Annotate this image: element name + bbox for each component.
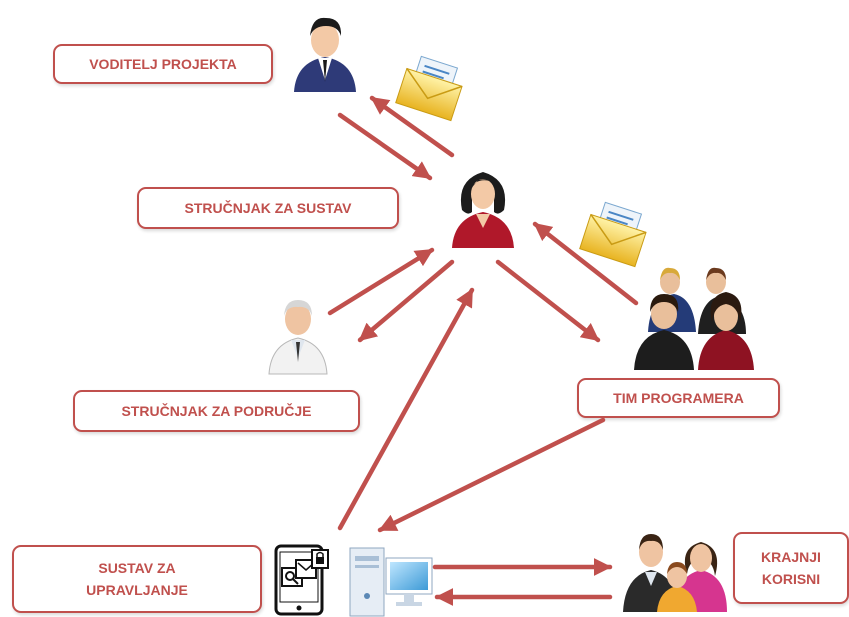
family-icon [623,534,727,612]
arrow-tim-to-sustav [377,417,606,533]
label-voditelj-text: VODITELJ PROJEKTA [89,55,237,72]
label-korisni-line2: KORISNI [761,571,821,587]
label-strucnjak-sustav-text: STRUČNJAK ZA SUSTAV [184,199,352,216]
arrow-strucnjak-to-voditelj [369,95,455,158]
envelope-icon [395,55,463,122]
label-korisni-line1: KRAJNJI [761,548,821,565]
arrow-sustav-to-strucnjak [337,287,475,531]
woman-icon [452,172,514,248]
label-strucnjak-za-sustav: STRUČNJAK ZA SUSTAV [137,187,399,229]
label-krajnji-korisni: KRAJNJI KORISNI [733,532,849,604]
label-strucnjak-za-podrucje: STRUČNJAK ZA PODRUČJE [73,390,360,432]
doctor-icon [268,300,328,375]
label-voditelj-projekta: VODITELJ PROJEKTA [53,44,273,84]
label-tim-text: TIM PROGRAMERA [613,389,744,406]
arrow-tim-to-strucnjak [532,221,639,306]
arrow-strucnjak-to-tim [495,259,601,343]
mobile-device-icon [274,544,329,616]
arrow-podrucje-to-strucnjak [327,247,435,316]
label-sustav-line1: SUSTAV ZA [98,559,176,576]
label-strucnjak-podrucje-text: STRUČNJAK ZA PODRUČJE [121,402,312,419]
arrows [327,95,639,606]
envelope-icon [579,201,647,268]
team-icon [634,267,754,370]
arrow-voditelj-to-strucnjak [337,112,433,181]
manager-icon [294,17,356,92]
label-tim-programera: TIM PROGRAMERA [577,378,780,418]
desktop-computer-icon [349,547,433,617]
label-sustav-line2: UPRAVLJANJE [86,582,188,598]
arrow-strucnjak-to-podrucje [357,259,455,343]
label-sustav-za-upravljanje: SUSTAV ZA UPRAVLJANJE [12,545,262,613]
